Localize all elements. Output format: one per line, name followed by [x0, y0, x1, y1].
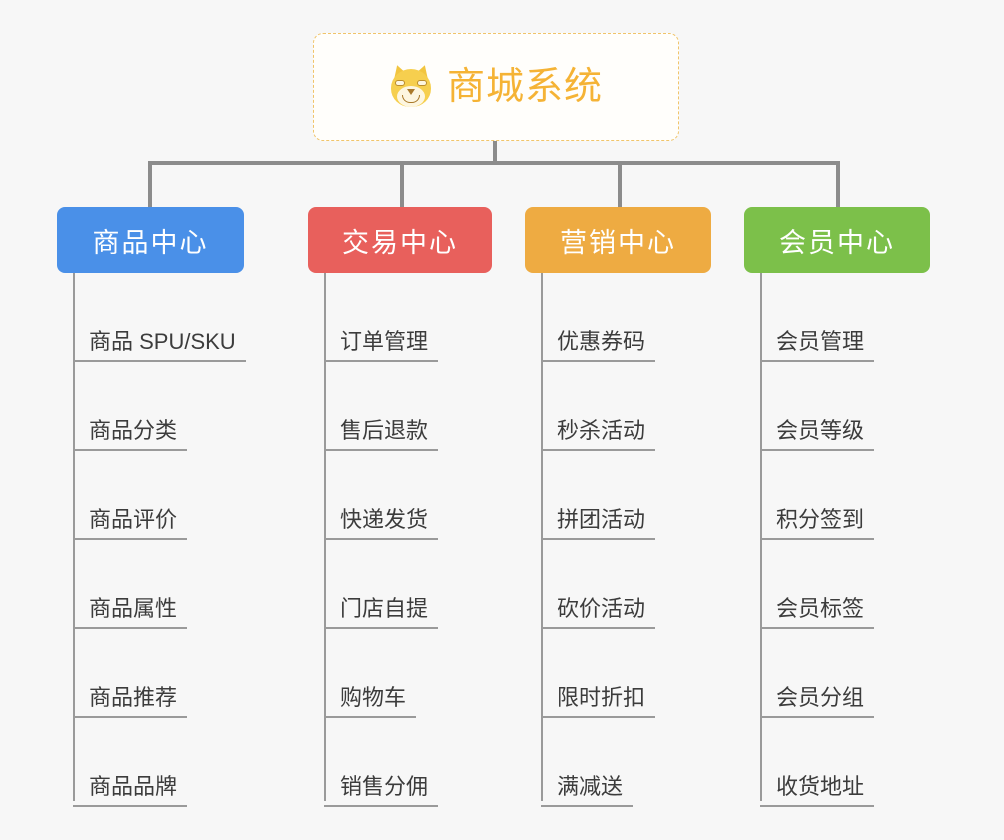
leaf-label: 限时折扣	[541, 685, 656, 718]
shiba-dog-icon	[389, 63, 433, 109]
connector-horizontal-bus	[148, 161, 840, 165]
branch-column-3: 会员中心 会员管理 会员等级 积分签到 会员标签 会员分组 收货地址	[744, 207, 930, 807]
leaf-label: 会员管理	[760, 329, 875, 362]
branch-trunk-2	[541, 273, 543, 801]
leaf-label: 售后退款	[324, 418, 439, 451]
leaf-label: 会员分组	[760, 685, 875, 718]
list-item[interactable]: 拼团活动	[541, 451, 711, 540]
list-item[interactable]: 会员标签	[760, 540, 930, 629]
list-item[interactable]: 门店自提	[324, 540, 492, 629]
branch-header-label-2: 营销中心	[560, 227, 676, 258]
leaf-label: 积分签到	[760, 507, 875, 540]
leaf-label: 满减送	[541, 774, 634, 807]
leaf-label: 商品分类	[73, 418, 188, 451]
leaf-label: 商品属性	[73, 596, 188, 629]
list-item[interactable]: 收货地址	[760, 718, 930, 807]
leaf-label: 秒杀活动	[541, 418, 656, 451]
list-item[interactable]: 订单管理	[324, 273, 492, 362]
branch-header-3[interactable]: 会员中心	[744, 207, 930, 273]
branch-header-label-1: 交易中心	[342, 227, 458, 258]
branch-body-2: 优惠券码 秒杀活动 拼团活动 砍价活动 限时折扣 满减送	[525, 273, 711, 807]
list-item[interactable]: 购物车	[324, 629, 492, 718]
leaf-label: 商品评价	[73, 507, 188, 540]
leaf-label: 门店自提	[324, 596, 439, 629]
leaf-label: 会员标签	[760, 596, 875, 629]
leaf-label: 商品推荐	[73, 685, 188, 718]
connector-drop-branch-0	[148, 161, 152, 209]
leaf-label: 销售分佣	[324, 774, 439, 807]
root-node[interactable]: 商城系统	[313, 33, 679, 141]
branch-header-2[interactable]: 营销中心	[525, 207, 711, 273]
branch-header-label-3: 会员中心	[779, 227, 895, 258]
leaf-label: 商品品牌	[73, 774, 188, 807]
branch-column-2: 营销中心 优惠券码 秒杀活动 拼团活动 砍价活动 限时折扣 满减送	[525, 207, 711, 807]
branch-header-1[interactable]: 交易中心	[308, 207, 492, 273]
list-item[interactable]: 商品属性	[73, 540, 246, 629]
list-item[interactable]: 限时折扣	[541, 629, 711, 718]
connector-drop-branch-1	[400, 161, 404, 209]
list-item[interactable]: 商品 SPU/SKU	[73, 273, 246, 362]
branch-body-0: 商品 SPU/SKU 商品分类 商品评价 商品属性 商品推荐 商品品牌	[57, 273, 246, 807]
branch-header-label-0: 商品中心	[92, 227, 209, 258]
leaf-label: 优惠券码	[541, 329, 656, 362]
leaf-label: 砍价活动	[541, 596, 656, 629]
branch-trunk-0	[73, 273, 75, 801]
list-item[interactable]: 商品评价	[73, 451, 246, 540]
branch-column-0: 商品中心 商品 SPU/SKU 商品分类 商品评价 商品属性 商品推荐 商品品牌	[57, 207, 246, 807]
list-item[interactable]: 满减送	[541, 718, 711, 807]
list-item[interactable]: 优惠券码	[541, 273, 711, 362]
branch-trunk-3	[760, 273, 762, 801]
list-item[interactable]: 砍价活动	[541, 540, 711, 629]
list-item[interactable]: 积分签到	[760, 451, 930, 540]
leaf-label: 商品 SPU/SKU	[73, 329, 246, 362]
list-item[interactable]: 商品推荐	[73, 629, 246, 718]
branch-header-0[interactable]: 商品中心	[57, 207, 244, 273]
list-item[interactable]: 会员管理	[760, 273, 930, 362]
list-item[interactable]: 销售分佣	[324, 718, 492, 807]
branch-body-1: 订单管理 售后退款 快递发货 门店自提 购物车 销售分佣	[308, 273, 492, 807]
list-item[interactable]: 商品品牌	[73, 718, 246, 807]
branch-column-1: 交易中心 订单管理 售后退款 快递发货 门店自提 购物车 销售分佣	[308, 207, 492, 807]
leaf-label: 拼团活动	[541, 507, 656, 540]
leaf-label: 购物车	[324, 685, 417, 718]
leaf-label: 快递发货	[324, 507, 439, 540]
connector-drop-branch-3	[836, 161, 840, 209]
leaf-label: 订单管理	[324, 329, 439, 362]
branch-body-3: 会员管理 会员等级 积分签到 会员标签 会员分组 收货地址	[744, 273, 930, 807]
list-item[interactable]: 快递发货	[324, 451, 492, 540]
branch-trunk-1	[324, 273, 326, 801]
leaf-label: 会员等级	[760, 418, 875, 451]
list-item[interactable]: 售后退款	[324, 362, 492, 451]
list-item[interactable]: 会员等级	[760, 362, 930, 451]
leaf-label: 收货地址	[760, 774, 875, 807]
connector-drop-branch-2	[618, 161, 622, 209]
list-item[interactable]: 商品分类	[73, 362, 246, 451]
connector-root-stem	[493, 141, 497, 165]
list-item[interactable]: 会员分组	[760, 629, 930, 718]
list-item[interactable]: 秒杀活动	[541, 362, 711, 451]
root-title: 商城系统	[446, 66, 603, 108]
